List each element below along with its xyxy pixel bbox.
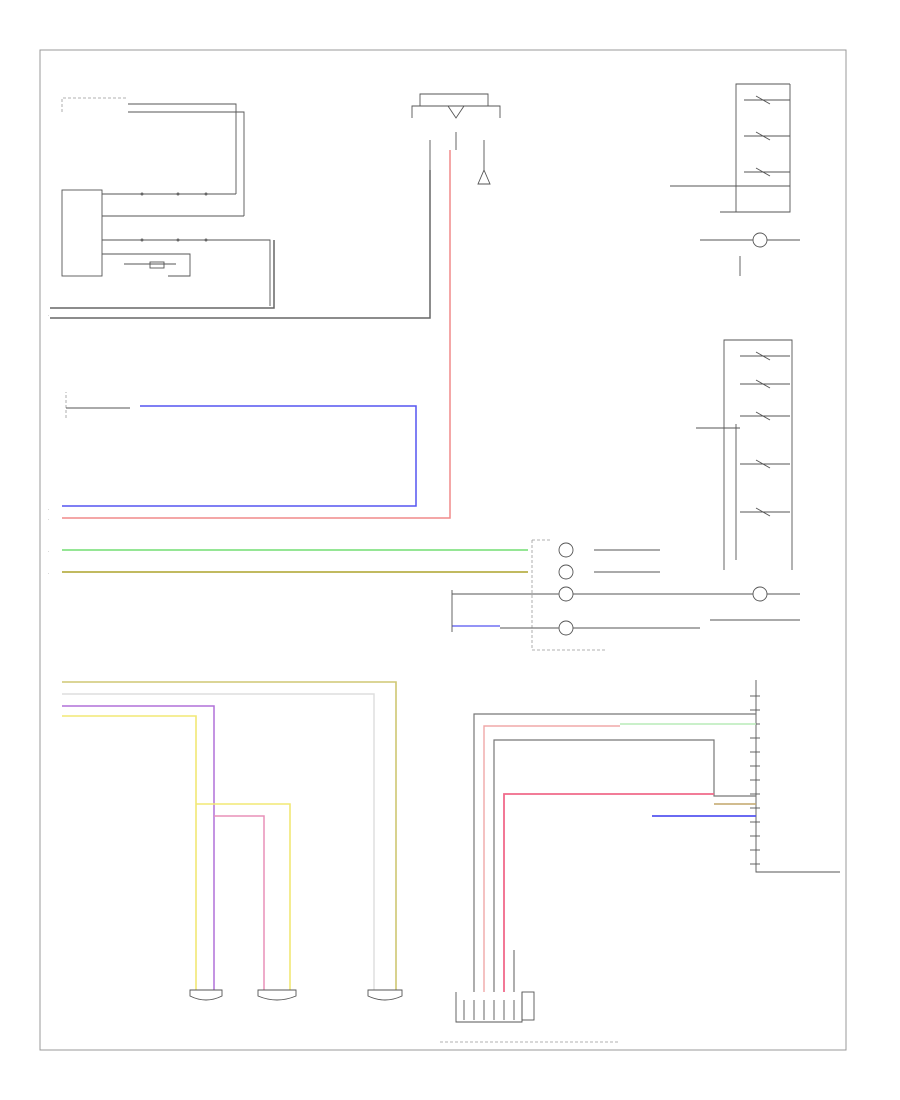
left-front-speaker [189, 989, 223, 1001]
wire-gray-1 [50, 240, 275, 309]
clock-spring [531, 539, 700, 651]
wire-blue-aux [62, 405, 417, 507]
connector-box [440, 991, 620, 1043]
wire-olive-speaker [62, 681, 397, 990]
svg-text:.: . [48, 506, 49, 511]
left-switch-1 [670, 83, 800, 276]
wire-yellow-speaker [62, 715, 197, 990]
diagram-frame [39, 49, 847, 1051]
wire-red-steering [503, 793, 714, 992]
auxiliary-input [65, 392, 130, 418]
wire-white-speaker [62, 693, 375, 990]
svg-text:.: . [48, 570, 49, 575]
wire-pink-steering [483, 725, 620, 992]
wire-gray-steering-2 [493, 739, 756, 992]
wire-gray-2 [50, 170, 431, 319]
svg-text:.: . [48, 312, 49, 317]
antenna-assembly [411, 93, 501, 185]
wire-gray-steering-1 [473, 713, 756, 992]
svg-text:.: . [48, 516, 49, 521]
wire-purple-speaker [62, 705, 215, 990]
gps-module [61, 97, 245, 216]
left-switch-2 [640, 339, 800, 621]
steering-box [750, 680, 840, 873]
wire-red-main [62, 150, 451, 519]
wire-yellow-right-front [196, 803, 291, 990]
wire-pink-right-front [214, 815, 265, 990]
radio-unit [61, 189, 271, 306]
right-rear-speaker [367, 989, 403, 1001]
left-edge-ticks: ... .. [48, 312, 49, 575]
svg-text:.: . [48, 548, 49, 553]
right-front-speaker [257, 989, 297, 1001]
